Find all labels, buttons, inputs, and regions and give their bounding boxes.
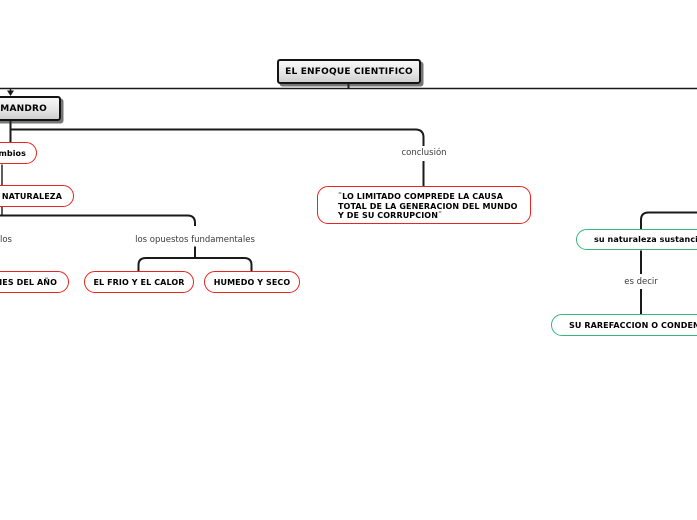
node-cambios[interactable]: mbios xyxy=(0,142,37,164)
node-naturaleza-sustancial[interactable]: su naturaleza sustancial xyxy=(576,229,697,250)
connector-line xyxy=(137,257,253,271)
node-estaciones-del-ano[interactable]: ONES DEL AÑO xyxy=(0,271,69,293)
arrow-down-marker xyxy=(7,90,14,96)
node-humedo-seco[interactable]: HUMEDO Y SECO xyxy=(204,271,300,293)
node-conclusion-quote[interactable]: ¨LO LIMITADO COMPREDE LA CAUSA TOTAL DE … xyxy=(317,186,531,224)
relation-label-los[interactable]: los xyxy=(0,235,12,245)
node-anaximandro[interactable]: IMANDRO xyxy=(0,96,61,121)
node-naturaleza[interactable]: A NATURALEZA xyxy=(0,185,74,207)
node-enfoque-cientifico[interactable]: EL ENFOQUE CIENTIFICO xyxy=(277,59,421,84)
connector-line xyxy=(0,214,196,226)
node-rarefaccion-condensacion[interactable]: SU RAREFACCION O CONDENSAC xyxy=(551,314,697,336)
relation-label-es-decir[interactable]: es decir xyxy=(624,277,658,287)
connector-line xyxy=(10,128,425,146)
relation-label-opuestos-fundamentales[interactable]: los opuestos fundamentales xyxy=(135,235,255,245)
relation-label-conclusion[interactable]: conclusión xyxy=(401,148,447,158)
connector-line xyxy=(640,211,697,229)
node-frio-calor[interactable]: EL FRIO Y EL CALOR xyxy=(84,271,194,293)
